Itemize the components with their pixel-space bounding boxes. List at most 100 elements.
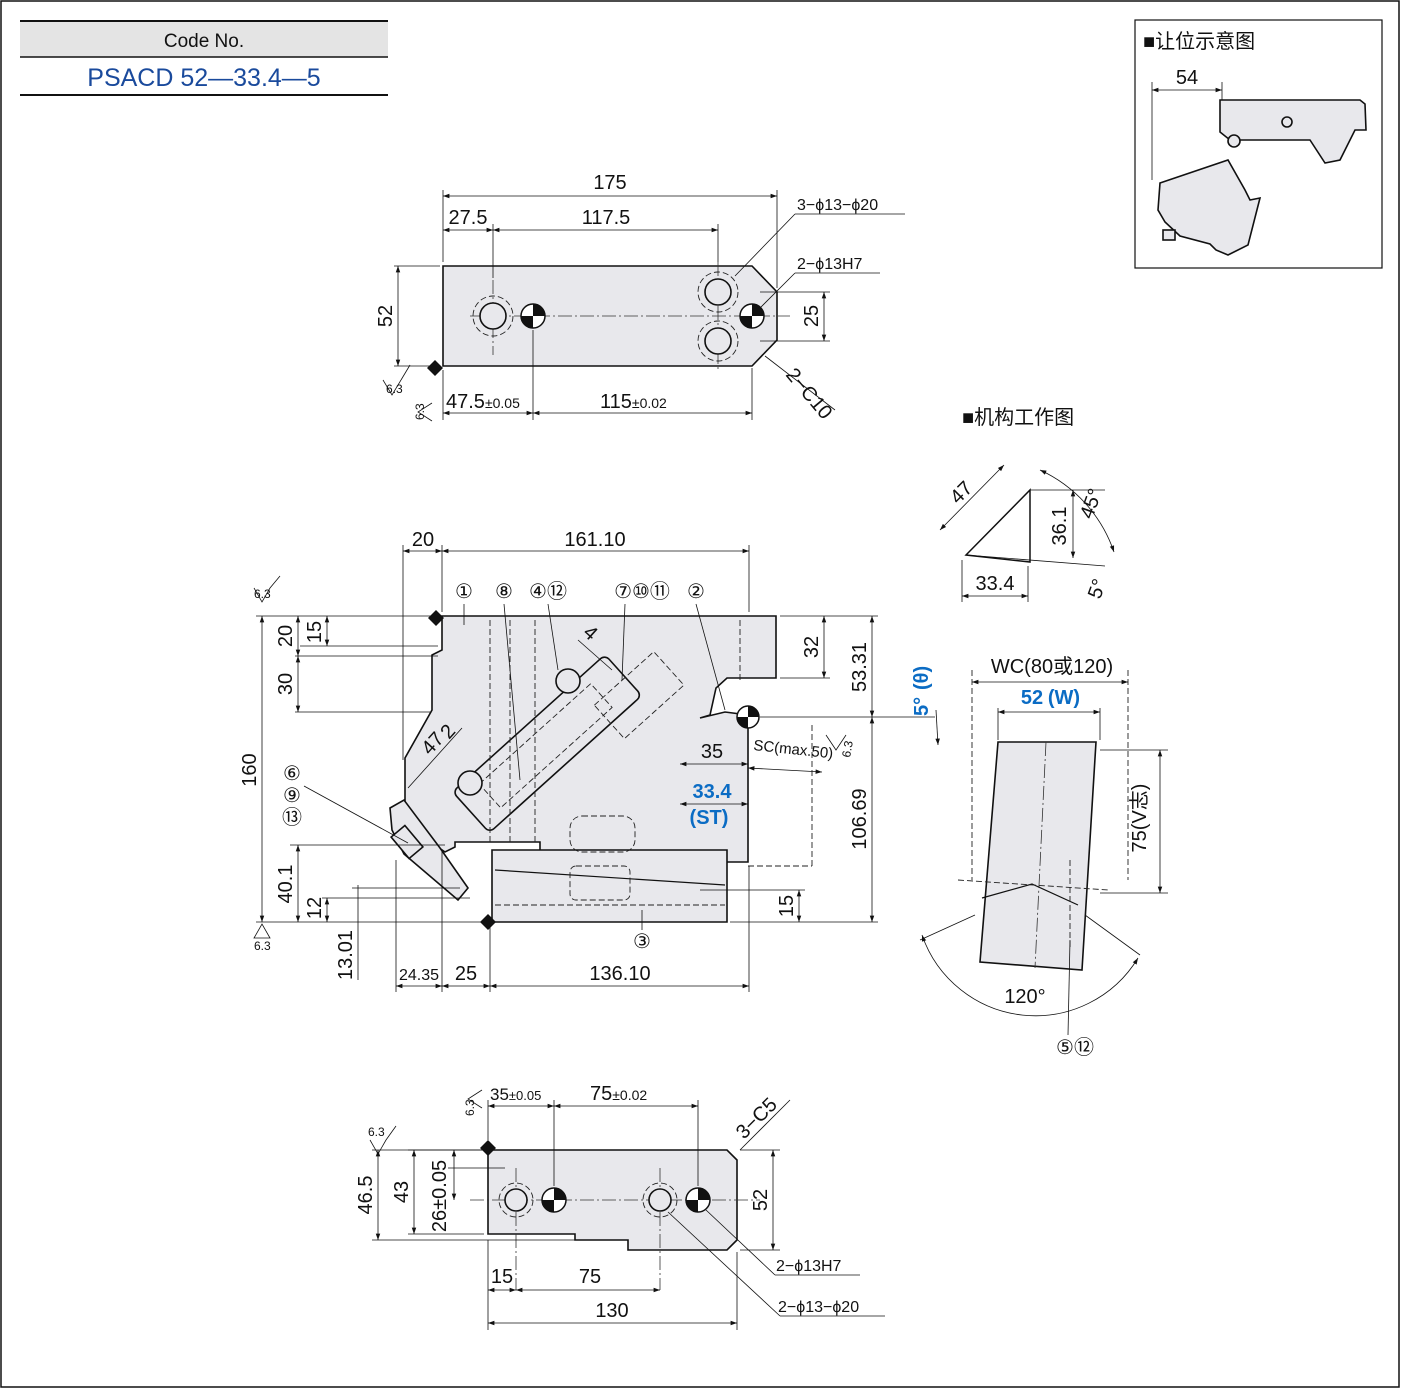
front-dim-12: 12: [304, 897, 326, 919]
clearance-title: ■让位示意图: [1143, 30, 1255, 53]
mech-wc: WC(80或120): [991, 655, 1113, 678]
balloon-3: ③: [633, 931, 651, 953]
counterbore-hole: [479, 302, 507, 330]
mech-dim-33.4: 33.4: [976, 573, 1015, 595]
balloon-13: ⑬: [282, 806, 302, 829]
front-dim-35: 35: [701, 741, 723, 763]
front-angle-value: 5°: [911, 697, 933, 716]
front-dim-25: 25: [455, 963, 477, 985]
balloon-9: ⑨: [283, 785, 301, 807]
front-sc-label: SC(max.50): [753, 737, 834, 762]
datum-corner-mark: [427, 360, 443, 376]
datum-symbol: [736, 705, 760, 729]
mechanism-diagram: 47 36.1 45° 5° 33.4 WC(80或120) 52 (W) 75…: [919, 464, 1168, 1059]
datum-symbol: [520, 303, 546, 329]
mech-balloon-5-12: ⑤⑫: [1056, 1036, 1094, 1059]
counterbore-hole: [704, 327, 732, 355]
code-value: PSACD 52—33.4—5: [87, 64, 320, 92]
front-dim-136.10: 136.10: [589, 963, 650, 985]
datum-symbol: [739, 303, 765, 329]
mech-dim-36.1: 36.1: [1049, 507, 1071, 546]
top-dim-175: 175: [593, 172, 626, 194]
datum-symbol: [541, 1187, 567, 1213]
balloon-8: ⑧: [495, 581, 513, 603]
pin: [457, 770, 483, 796]
roughness-value: 6.3: [839, 739, 856, 758]
cam-triangle: [964, 488, 1031, 563]
balloon-1: ①: [455, 581, 473, 603]
front-dim-15b: 15: [776, 895, 798, 917]
roughness-value: 6.3: [413, 403, 427, 420]
roughness-symbol: [369, 1125, 397, 1155]
bottom-dim-130: 130: [595, 1300, 628, 1322]
roughness-value: 6.3: [386, 382, 403, 396]
front-dim-106.69: 106.69: [849, 788, 871, 849]
datum-corner-mark: [428, 610, 444, 626]
front-dim-24.35: 24.35: [399, 967, 439, 984]
bottom-dowel-note: 2−ϕ13H7: [776, 1258, 842, 1275]
front-dim-15: 15: [304, 621, 326, 643]
bottom-chamfer-note: 3−C5: [732, 1094, 782, 1144]
front-view: ① ⑧ ④⑫ ⑦⑩⑪ ② ⑥ ⑨ ⑬ ③ 20 161.10 160 20: [239, 529, 940, 992]
front-dim-53.31: 53.31: [849, 642, 871, 692]
front-dim-20v: 20: [275, 625, 297, 647]
bottom-view: 35±0.05 75±0.02 6.3 3−C5 46.5 43 26±0.05…: [355, 1083, 885, 1330]
datum-corner-mark: [480, 1140, 496, 1156]
front-dim-13.01: 13.01: [335, 930, 357, 980]
bottom-dim-75: 75: [579, 1266, 601, 1288]
front-stroke-label: (ST): [690, 807, 729, 829]
front-dim-20: 20: [412, 529, 434, 551]
bottom-dim-35: 35±0.05: [490, 1085, 541, 1104]
counterbore-hole: [504, 1188, 528, 1212]
top-chamfer-note: 2−C10: [781, 364, 836, 424]
mech-w-label: (W): [1048, 687, 1080, 709]
front-dim-32: 32: [801, 636, 823, 658]
mech-dim-45deg: 45°: [1076, 486, 1107, 522]
mechanism-title: ■机构工作图: [962, 406, 1074, 429]
bottom-dim-46.5: 46.5: [355, 1176, 377, 1215]
balloon-6: ⑥: [283, 763, 301, 785]
mech-dim-120deg: 120°: [1004, 986, 1045, 1008]
balloon-4-12: ④⑫: [529, 580, 567, 603]
bottom-counterbore-note: 2−ϕ13−ϕ20: [778, 1299, 859, 1316]
front-stroke-value: 33.4: [693, 781, 733, 803]
roughness-symbol: [382, 379, 402, 396]
front-angle-label: (θ): [911, 666, 933, 690]
mech-dim-47: 47: [946, 477, 977, 508]
balloon-7-10-11: ⑦⑩⑪: [614, 580, 670, 603]
roughness-symbol: [467, 1089, 483, 1109]
front-slide-block: [454, 656, 641, 832]
roughness-symbol: [253, 575, 281, 603]
roughness-symbol: [417, 402, 433, 422]
roughness-value: 6.3: [254, 939, 271, 953]
bottom-dim-26: 26±0.05: [429, 1160, 451, 1232]
top-dim-117.5: 117.5: [582, 207, 631, 229]
top-view: 175 27.5 117.5 3−ϕ13−ϕ20 2−ϕ13H7 52 25 2…: [375, 172, 905, 424]
mech-dim-75V: 75(V志): [1128, 784, 1151, 853]
mech-slide-body: [979, 741, 1097, 971]
top-dim-115: 115±0.02: [600, 391, 667, 413]
front-dim-40.1: 40.1: [275, 865, 297, 904]
top-counterbore-note: 3−ϕ13−ϕ20: [797, 197, 878, 214]
bottom-dim-75-top: 75±0.02: [590, 1083, 647, 1105]
bottom-dim-52: 52: [750, 1189, 772, 1211]
top-dim-47.5: 47.5±0.05: [446, 391, 520, 413]
front-dim-30: 30: [275, 673, 297, 695]
code-number-box: Code No. PSACD 52—33.4—5: [20, 20, 388, 96]
mech-w-value: 52: [1021, 687, 1043, 709]
roughness-value: 6.3: [463, 1099, 477, 1116]
counterbore-hole: [704, 278, 732, 306]
roughness-value: 6.3: [254, 587, 271, 601]
pin: [555, 668, 581, 694]
top-dowel-note: 2−ϕ13H7: [797, 256, 863, 273]
front-lower-plate: [491, 849, 728, 923]
roughness-symbol: [825, 734, 847, 751]
bottom-dim-43: 43: [391, 1181, 413, 1203]
datum-symbol: [685, 1187, 711, 1213]
clearance-inset: ■让位示意图 54: [1134, 19, 1383, 269]
bottom-dim-15: 15: [491, 1266, 513, 1288]
code-header: Code No.: [164, 31, 244, 52]
